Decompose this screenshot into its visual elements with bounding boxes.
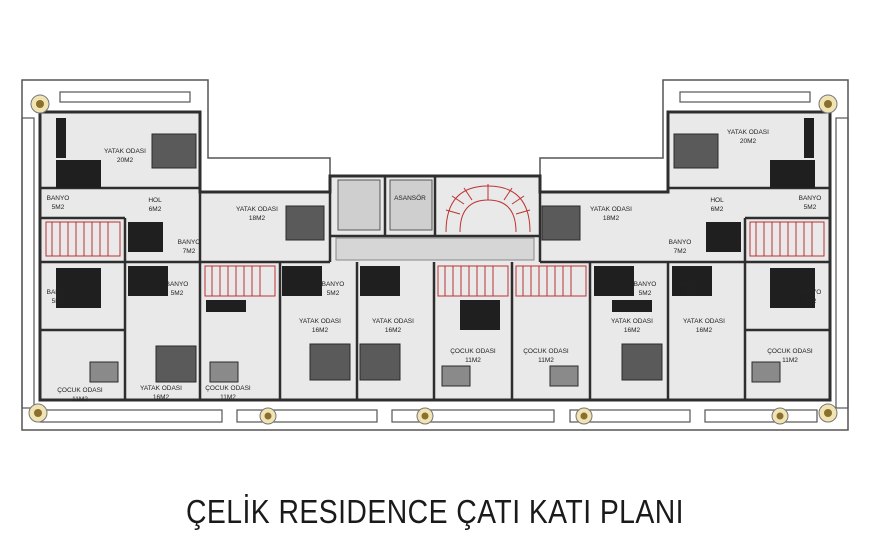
bed-icon xyxy=(285,205,325,241)
room-area: 16M2 xyxy=(696,327,713,334)
room-label: BANYO xyxy=(178,239,201,246)
room-label: BANYO xyxy=(47,195,70,202)
room-label: YATAK ODASI xyxy=(727,129,769,136)
room-label: BANYO xyxy=(166,281,189,288)
room-area: 5M2 xyxy=(639,290,652,297)
bed-icon xyxy=(673,133,719,169)
central-stair xyxy=(445,184,531,233)
interior-walls xyxy=(40,176,830,400)
room-area: 6M2 xyxy=(711,206,724,213)
bed-icon xyxy=(151,133,197,169)
bed-icon xyxy=(155,345,197,383)
room-area: 7M2 xyxy=(183,248,196,255)
room-area: 20M2 xyxy=(117,157,134,164)
room-label: YATAK ODASI xyxy=(683,318,725,325)
room-label: ÇOCUK ODASI xyxy=(523,348,569,355)
room-area: 6M2 xyxy=(149,206,162,213)
room-label: YATAK ODASI xyxy=(372,318,414,325)
bed-icon xyxy=(751,361,781,383)
bed-icon xyxy=(359,343,401,381)
unit-stairs xyxy=(45,221,825,297)
room-label: BANYO xyxy=(322,281,345,288)
room-area: 16M2 xyxy=(312,327,329,334)
room-area: 5M2 xyxy=(804,204,817,211)
room-area: 5M2 xyxy=(171,290,184,297)
room-label: BANYO xyxy=(799,195,822,202)
room-label: YATAK ODASI xyxy=(104,148,146,155)
room-label: ÇOCUK ODASI xyxy=(57,387,103,394)
bed-icon xyxy=(89,361,119,383)
plan-title: ÇELİK RESIDENCE ÇATI KATI PLANI xyxy=(185,493,684,530)
bed-icon xyxy=(549,365,579,387)
plant-pots xyxy=(28,94,838,425)
room-area: 20M2 xyxy=(740,138,757,145)
fixtures xyxy=(56,118,815,330)
bed-icon xyxy=(209,361,239,383)
beds xyxy=(89,133,781,387)
room-area: 5M2 xyxy=(52,298,65,305)
room-area: 11M2 xyxy=(538,357,554,364)
floor-plan-drawing: YATAK ODASI 20M2 HOL 6M2 BANYO 5M2 BANYO… xyxy=(21,79,849,431)
room-area: 11M2 xyxy=(72,396,88,403)
bed-icon xyxy=(541,205,581,241)
bed-icon xyxy=(309,343,351,381)
room-area: 5M2 xyxy=(327,290,340,297)
room-label: HOL xyxy=(710,197,724,204)
room-label: BANYO xyxy=(47,289,70,296)
room-area: 16M2 xyxy=(624,327,641,334)
room-label: ÇOCUK ODASI xyxy=(450,348,496,355)
room-area: 5M2 xyxy=(804,298,817,305)
room-label: BANYO xyxy=(799,289,822,296)
terrace-railings xyxy=(21,91,849,423)
room-area: 16M2 xyxy=(385,327,402,334)
room-labels: YATAK ODASI 20M2 HOL 6M2 BANYO 5M2 BANYO… xyxy=(47,129,822,403)
room-label: YATAK ODASI xyxy=(590,206,632,213)
room-area: 11M2 xyxy=(220,394,236,401)
room-area: 11M2 xyxy=(782,357,798,364)
room-area: 18M2 xyxy=(249,215,266,222)
room-label: YATAK ODASI xyxy=(140,385,182,392)
room-label: BANYO xyxy=(669,239,692,246)
room-area: 16M2 xyxy=(153,394,170,401)
room-label: YATAK ODASI xyxy=(236,206,278,213)
room-area: 7M2 xyxy=(674,248,687,255)
room-area: 5M2 xyxy=(52,204,65,211)
room-label: ÇOCUK ODASI xyxy=(205,385,251,392)
room-label: BANYO xyxy=(679,281,702,288)
room-label: BANYO xyxy=(634,281,657,288)
bed-icon xyxy=(621,343,663,381)
room-label: YATAK ODASI xyxy=(299,318,341,325)
bed-icon xyxy=(441,365,471,387)
elevator-shafts xyxy=(335,179,535,261)
room-label: ASANSÖR xyxy=(394,194,426,202)
room-area: 18M2 xyxy=(603,215,620,222)
room-area: 11M2 xyxy=(465,357,481,364)
room-label: ÇOCUK ODASI xyxy=(767,348,813,355)
room-label: HOL xyxy=(148,197,162,204)
room-label: YATAK ODASI xyxy=(611,318,653,325)
room-area: 5M2 xyxy=(684,290,697,297)
